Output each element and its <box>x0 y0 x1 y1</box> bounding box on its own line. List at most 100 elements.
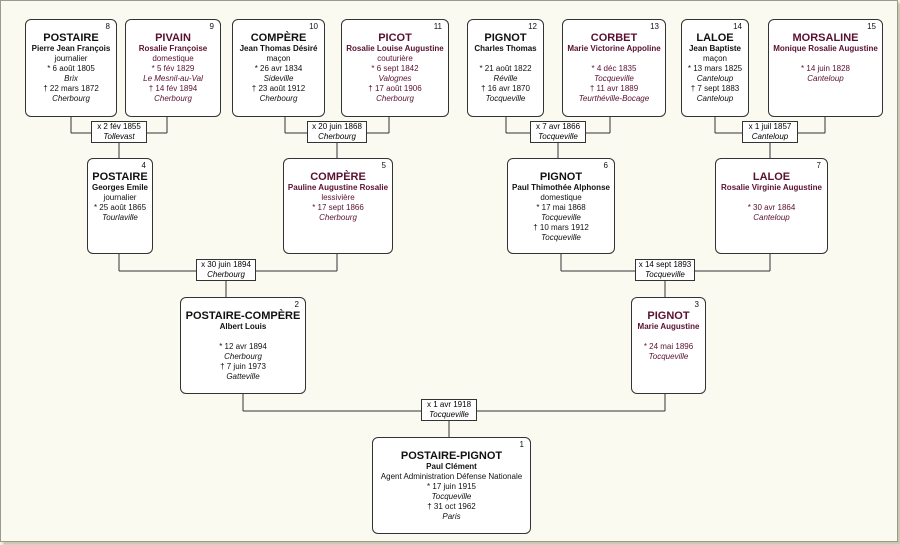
person-card-3[interactable]: 3 PIGNOT Marie Augustine * 24 mai 1896 T… <box>631 297 706 394</box>
person-death-place: Cherbourg <box>52 94 90 103</box>
person-surname: POSTAIRE <box>92 171 148 183</box>
person-number: 9 <box>209 22 214 31</box>
person-death: † 7 sept 1883 <box>690 84 740 93</box>
person-surname: LALOE <box>696 32 734 44</box>
person-birth-place: Tocqueville <box>648 352 689 361</box>
person-birth: * 17 mai 1868 <box>536 203 586 212</box>
person-birth-place: Brix <box>64 74 78 83</box>
person-surname: LALOE <box>752 171 791 183</box>
person-number: 11 <box>433 22 442 31</box>
person-birth-place: Tourlaville <box>102 213 138 222</box>
person-death-place: Paris <box>442 512 461 521</box>
person-card-2[interactable]: 2 POSTAIRE-COMPÈRE Albert Louis * 12 avr… <box>180 297 306 394</box>
person-occupation: lessivière <box>321 193 355 202</box>
person-death: † 11 avr 1889 <box>589 84 639 93</box>
person-birth-place: Cherbourg <box>224 352 262 361</box>
marriage-label: x 1 avr 1918 Tocqueville <box>421 399 477 421</box>
person-card-8[interactable]: 8 POSTAIRE Pierre Jean François journali… <box>25 19 117 117</box>
person-surname: COMPÈRE <box>310 171 366 183</box>
person-card-6[interactable]: 6 PIGNOT Paul Thimothée Alphonse domesti… <box>507 158 615 254</box>
person-given-names: Rosalie Virginie Augustine <box>721 183 822 192</box>
marriage-place: Tocqueville <box>538 132 578 141</box>
person-birth-place: Réville <box>493 74 518 83</box>
person-given-names: Albert Louis <box>219 322 267 331</box>
person-number: 2 <box>294 300 299 309</box>
person-death: † 16 avr 1870 <box>481 84 530 93</box>
person-death: † 31 oct 1962 <box>427 502 476 511</box>
person-death-place: Cherbourg <box>259 94 298 103</box>
person-number: 10 <box>309 22 318 31</box>
person-birth: * 25 août 1865 <box>93 203 147 212</box>
person-given-names: Marie Victorine Appoline <box>567 44 661 53</box>
person-surname: PIGNOT <box>484 32 527 44</box>
person-surname: PIGNOT <box>647 310 690 322</box>
person-card-14[interactable]: 14 LALOE Jean Baptiste maçon * 13 mars 1… <box>681 19 749 117</box>
person-given-names: Paul Clément <box>426 462 477 471</box>
person-birth-place: Tocqueville <box>541 213 581 222</box>
person-given-names: Paul Thimothée Alphonse <box>512 183 610 192</box>
person-death: † 17 août 1906 <box>368 84 422 93</box>
person-birth: * 12 avr 1894 <box>219 342 267 351</box>
marriage-place: Tocqueville <box>429 410 469 419</box>
person-number: 14 <box>733 22 742 31</box>
marriage-label: x 1 juil 1857 Canteloup <box>742 121 798 143</box>
person-birth-place: Cherbourg <box>319 213 357 222</box>
person-card-11[interactable]: 11 PICOT Rosalie Louise Augustine coutur… <box>341 19 449 117</box>
person-birth: * 14 juin 1828 <box>801 64 850 73</box>
marriage-date: x 1 juil 1857 <box>748 122 792 131</box>
marriage-label: x 30 juin 1894 Cherbourg <box>196 259 256 281</box>
person-death: † 14 fév 1894 <box>148 84 198 93</box>
person-card-10[interactable]: 10 COMPÈRE Jean Thomas Désiré maçon * 26… <box>232 19 325 117</box>
person-occupation: journalier <box>54 54 88 63</box>
person-surname: POSTAIRE-PIGNOT <box>400 450 503 462</box>
person-number: 3 <box>694 300 699 309</box>
person-death: † 10 mars 1912 <box>533 223 589 232</box>
person-birth: * 6 août 1805 <box>47 64 95 73</box>
person-death-place: Teurthéville-Bocage <box>578 94 650 103</box>
person-number: 6 <box>603 161 608 170</box>
person-card-9[interactable]: 9 PIVAIN Rosalie Françoise domestique * … <box>125 19 221 117</box>
person-given-names: Jean Baptiste <box>688 44 742 53</box>
person-death-place: Tocqueville <box>485 94 526 103</box>
person-surname: PICOT <box>378 32 412 44</box>
person-card-5[interactable]: 5 COMPÈRE Pauline Augustine Rosalie less… <box>283 158 393 254</box>
person-birth: * 4 déc 1835 <box>591 64 637 73</box>
marriage-label: x 20 juin 1868 Cherbourg <box>307 121 367 143</box>
person-given-names: Marie Augustine <box>637 322 700 331</box>
person-birth: * 24 mai 1896 <box>643 342 694 351</box>
person-card-13[interactable]: 13 CORBET Marie Victorine Appoline * 4 d… <box>562 19 666 117</box>
person-number: 7 <box>816 161 821 170</box>
person-birth-place: Canteloup <box>753 213 790 222</box>
person-birth: * 6 sept 1842 <box>371 64 419 73</box>
person-card-15[interactable]: 15 MORSALINE Monique Rosalie Augustine *… <box>768 19 883 117</box>
person-death: † 22 mars 1872 <box>43 84 99 93</box>
marriage-label: x 2 fév 1855 Tollevast <box>91 121 147 143</box>
person-birth-place: Canteloup <box>807 74 844 83</box>
person-number: 12 <box>528 22 537 31</box>
person-given-names: Georges Emile <box>91 183 149 192</box>
person-birth-place: Tocqueville <box>431 492 472 501</box>
person-card-1[interactable]: 1 POSTAIRE-PIGNOT Paul Clément Agent Adm… <box>372 437 531 534</box>
person-card-4[interactable]: 4 POSTAIRE Georges Emile journalier * 25… <box>87 158 153 254</box>
person-given-names: Rosalie Louise Augustine <box>346 44 444 53</box>
person-given-names: Monique Rosalie Augustine <box>773 44 878 53</box>
person-card-12[interactable]: 12 PIGNOT Charles Thomas * 21 août 1822 … <box>467 19 544 117</box>
marriage-place: Tocqueville <box>645 270 685 279</box>
marriage-date: x 7 avr 1866 <box>535 122 581 131</box>
marriage-place: Cherbourg <box>207 270 245 279</box>
person-death-place: Cherbourg <box>376 94 414 103</box>
person-number: 15 <box>867 22 876 31</box>
person-occupation: domestique <box>540 193 582 202</box>
person-surname: PIGNOT <box>539 171 583 183</box>
person-occupation: maçon <box>266 54 291 63</box>
person-surname: COMPÈRE <box>250 32 307 44</box>
person-death-place: Gatteville <box>226 372 260 381</box>
person-birth-place: Le Mesnil-au-Val <box>143 74 203 83</box>
person-given-names: Jean Thomas Désiré <box>239 44 318 53</box>
person-card-7[interactable]: 7 LALOE Rosalie Virginie Augustine * 30 … <box>715 158 828 254</box>
person-death: † 23 août 1912 <box>251 84 306 93</box>
person-death-place: Tocqueville <box>541 233 581 242</box>
marriage-place: Canteloup <box>751 132 789 141</box>
person-birth: * 17 juin 1915 <box>427 482 476 491</box>
person-surname: POSTAIRE-COMPÈRE <box>185 310 301 322</box>
